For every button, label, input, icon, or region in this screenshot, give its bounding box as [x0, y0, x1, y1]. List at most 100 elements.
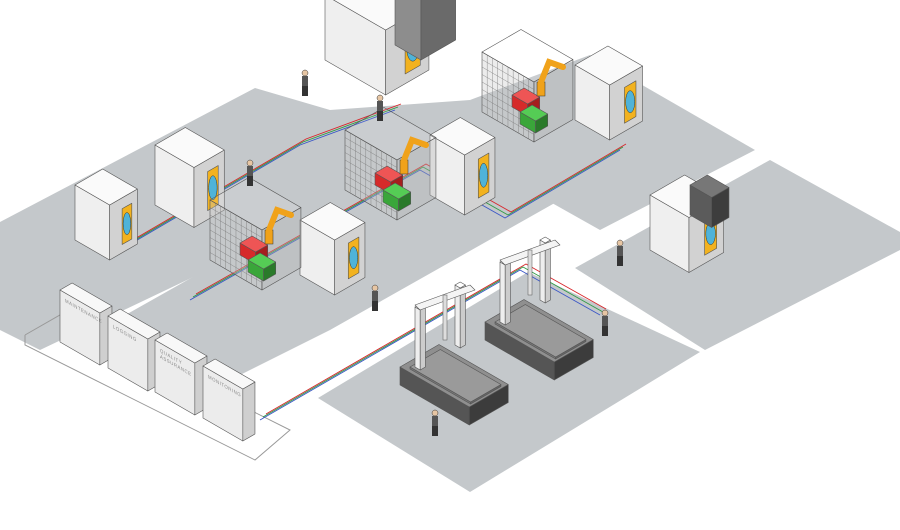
server-cabinet: MAINTENANCE	[59, 282, 113, 366]
bin-green	[519, 104, 549, 134]
turning-center-housing-front	[394, 0, 422, 61]
person-legs	[602, 326, 608, 336]
cnc-machine-3	[429, 117, 496, 216]
server-cabinet-top	[202, 358, 256, 390]
server-cabinet-top	[59, 282, 113, 314]
cnc-machine-1	[74, 168, 138, 261]
robot-cell-1-frame-top	[209, 177, 302, 231]
person-legs	[372, 301, 378, 311]
bin-red-top	[511, 87, 541, 105]
cmm-1	[399, 281, 509, 426]
person-body	[377, 101, 383, 111]
cmm-1-probe	[442, 294, 448, 341]
cmm-2-leg	[499, 258, 511, 326]
mill-spindle-head	[689, 174, 730, 228]
floor-right-machine	[575, 160, 900, 350]
cmm-2	[484, 236, 594, 381]
fence-wire	[344, 182, 398, 213]
cmm-2-table	[494, 304, 587, 360]
fence-wire	[209, 252, 263, 283]
fence-wire	[481, 59, 535, 90]
cmm-1-table-top	[409, 349, 502, 403]
cmm-2-probe	[527, 249, 533, 296]
person-legs	[377, 111, 383, 121]
bin-green-top	[382, 182, 412, 200]
cmm-2-leg	[539, 236, 551, 304]
operator-person	[376, 94, 384, 121]
person-body	[602, 316, 608, 326]
cmm-2-leg-top	[539, 236, 551, 244]
cnc-machine-2	[154, 127, 225, 228]
operator-person	[301, 69, 309, 96]
cmm-1-leg	[414, 303, 426, 371]
person-body	[617, 246, 623, 256]
person-legs	[302, 86, 308, 96]
fence-wire	[344, 137, 398, 168]
cnc-machine-3-top	[429, 117, 496, 156]
cnc-machine-4-top	[299, 202, 366, 241]
cnc-machine-1-top	[74, 168, 138, 206]
machine-window	[479, 163, 489, 188]
machine-window	[349, 246, 359, 269]
bin-green	[247, 252, 277, 282]
server-cabinet: MONITORING	[202, 358, 256, 442]
person-head	[601, 309, 609, 317]
cmm-1-leg-side	[419, 306, 426, 371]
cnc-machine-5	[574, 45, 643, 141]
cmm-1-leg-front	[414, 306, 421, 371]
robot-arm	[266, 206, 294, 233]
bin-green-top	[247, 252, 277, 270]
cable	[262, 266, 604, 418]
bin-green	[382, 182, 412, 212]
cnc-machine-4	[299, 202, 366, 296]
bin-red-top	[239, 235, 269, 253]
fence-wire	[209, 207, 263, 238]
robot-cell-1	[209, 177, 302, 291]
operator-person	[601, 309, 609, 336]
cable	[265, 263, 607, 415]
operator-person	[371, 284, 379, 311]
person-body	[247, 166, 253, 176]
robot-cell-3-frame-top	[481, 29, 574, 83]
robot-cell-3	[481, 29, 574, 143]
robot-cell-2-frame-top	[344, 107, 437, 161]
person-legs	[247, 176, 253, 186]
person-body	[302, 76, 308, 86]
cable	[259, 269, 601, 421]
person-head	[431, 409, 439, 417]
robot-arm	[538, 58, 566, 85]
person-legs	[617, 256, 623, 266]
person-head	[616, 239, 624, 247]
operator-person	[246, 159, 254, 186]
person-head	[246, 159, 254, 167]
cnc-machine-2-top	[154, 127, 225, 168]
turning-center-housing	[394, 0, 456, 61]
cmm-2-leg-side	[504, 261, 511, 326]
cmm-1-table	[409, 349, 502, 405]
machine-window	[208, 175, 218, 201]
server-cabinet-top	[107, 308, 161, 340]
robot-arm	[401, 136, 429, 163]
machine-window	[625, 90, 636, 113]
cmm-1-leg-top	[454, 281, 466, 289]
person-legs	[432, 426, 438, 436]
fence-wire	[481, 104, 535, 135]
equipment	[74, 0, 730, 436]
bin-green-top	[519, 104, 549, 122]
floor-areas	[0, 55, 900, 492]
turning-center-housing-side	[420, 0, 456, 61]
server-cabinets: MAINTENANCELOGGINGQUALITYASSURANCEMONITO…	[59, 282, 256, 442]
person-head	[301, 69, 309, 77]
bin-red-top	[374, 165, 404, 183]
person-head	[371, 284, 379, 292]
machine-window	[122, 212, 132, 235]
floor-back-left	[0, 88, 488, 350]
server-area-outline	[24, 314, 291, 461]
cnc-machine-5-top	[574, 45, 643, 86]
operator-person	[616, 239, 624, 266]
server-cabinet-top	[154, 332, 208, 364]
server-cabinet-side	[242, 381, 256, 442]
